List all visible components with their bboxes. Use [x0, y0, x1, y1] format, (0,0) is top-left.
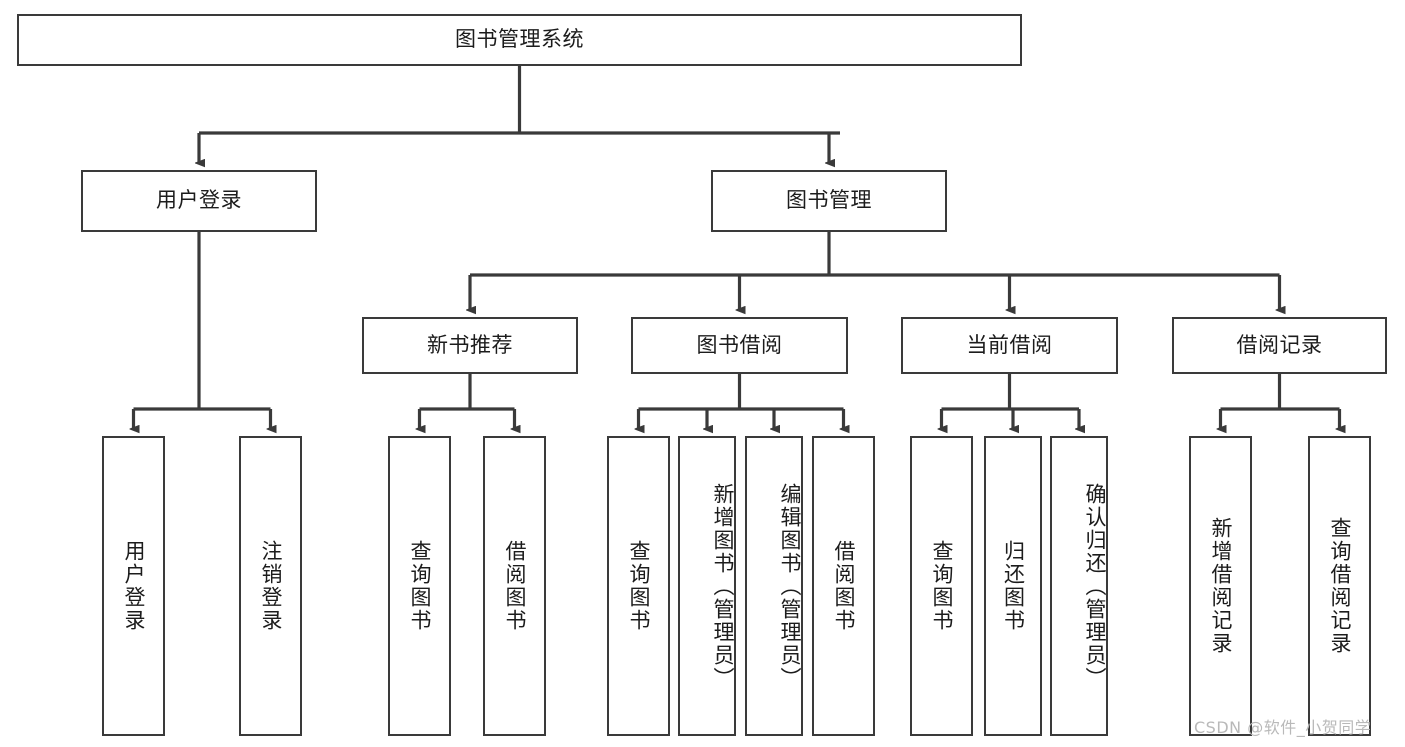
leaf-node-logout[interactable]: 注销登录 [239, 436, 302, 736]
leaf-node-edit-book-admin[interactable]: 编辑图书（管理员） [745, 436, 803, 736]
node-current-borrow[interactable]: 当前借阅 [901, 317, 1118, 374]
node-book-borrow[interactable]: 图书借阅 [631, 317, 848, 374]
leaf-node-confirm-return-admin[interactable]: 确认归还（管理员） [1050, 436, 1108, 736]
node-user-login[interactable]: 用户登录 [81, 170, 317, 232]
node-book-management[interactable]: 图书管理 [711, 170, 947, 232]
leaf-node-query-book-current[interactable]: 查询图书 [910, 436, 973, 736]
leaf-node-query-book-borrow[interactable]: 查询图书 [607, 436, 670, 736]
node-root-system[interactable]: 图书管理系统 [17, 14, 1022, 66]
leaf-node-borrow-book-recommend[interactable]: 借阅图书 [483, 436, 546, 736]
leaf-node-user-login[interactable]: 用户登录 [102, 436, 165, 736]
leaf-node-return-book[interactable]: 归还图书 [984, 436, 1042, 736]
node-new-book-recommend[interactable]: 新书推荐 [362, 317, 578, 374]
node-borrow-record[interactable]: 借阅记录 [1172, 317, 1387, 374]
leaf-node-query-borrow-record[interactable]: 查询借阅记录 [1308, 436, 1371, 736]
leaf-node-borrow-book[interactable]: 借阅图书 [812, 436, 875, 736]
leaf-node-add-book-admin[interactable]: 新增图书（管理员） [678, 436, 736, 736]
leaf-node-add-borrow-record[interactable]: 新增借阅记录 [1189, 436, 1252, 736]
leaf-node-query-book-recommend[interactable]: 查询图书 [388, 436, 451, 736]
csdn-watermark: CSDN @软件_小贺同学 [1194, 718, 1372, 737]
